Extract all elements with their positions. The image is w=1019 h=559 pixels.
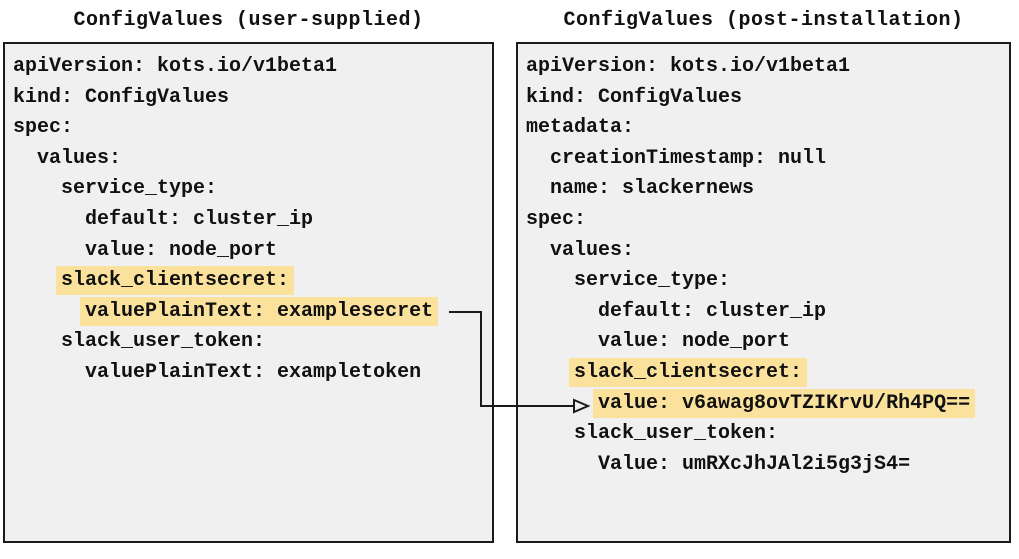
code-line: slack_user_token:: [13, 327, 486, 358]
code-text: slack_user_token:: [574, 422, 779, 446]
code-line: valuePlainText: exampletoken: [13, 358, 486, 389]
code-line: metadata:: [526, 113, 1003, 144]
code-line: spec:: [526, 205, 1003, 236]
code-line: spec:: [13, 113, 486, 144]
code-line: kind: ConfigValues: [526, 83, 1003, 114]
code-line: slack_user_token:: [526, 419, 1003, 450]
code-line: value: node_port: [13, 236, 486, 267]
code-text: slack_user_token:: [61, 330, 266, 354]
code-text: value: node_port: [85, 238, 278, 262]
code-text: name: slackernews: [550, 177, 755, 201]
code-text: spec:: [526, 207, 587, 231]
code-line: apiVersion: kots.io/v1beta1: [526, 52, 1003, 83]
code-text: default: cluster_ip: [85, 207, 314, 231]
code-text: value: node_port: [598, 330, 791, 354]
config-values-user-supplied-panel: apiVersion: kots.io/v1beta1 kind: ConfigV…: [3, 42, 494, 543]
code-text: kind: ConfigValues: [526, 85, 743, 109]
code-text: valuePlainText: exampletoken: [85, 360, 422, 384]
code-line: default: cluster_ip: [526, 297, 1003, 328]
code-line: apiVersion: kots.io/v1beta1: [13, 52, 486, 83]
code-line: Value: umRXcJhJAl2i5g3jS4=: [526, 450, 1003, 481]
code-text: default: cluster_ip: [598, 299, 827, 323]
right-panel-title: ConfigValues (post-installation): [563, 9, 964, 32]
code-line: slack_clientsecret:: [13, 266, 486, 297]
highlighted-code-text: value: v6awag8ovTZIKrvU/Rh4PQ==: [593, 388, 976, 418]
code-text: metadata:: [526, 116, 635, 140]
code-line: values:: [526, 236, 1003, 267]
code-line: service_type:: [526, 266, 1003, 297]
code-line: kind: ConfigValues: [13, 83, 486, 114]
highlighted-code-text: slack_clientsecret:: [569, 357, 808, 387]
code-line: slack_clientsecret:: [526, 357, 1003, 389]
code-text: values:: [37, 146, 122, 170]
code-text: kind: ConfigValues: [13, 85, 230, 109]
highlighted-code-text: slack_clientsecret:: [56, 266, 295, 296]
code-text: apiVersion: kots.io/v1beta1: [526, 55, 851, 78]
highlighted-code-text: valuePlainText: examplesecret: [80, 296, 439, 326]
code-text: service_type:: [574, 269, 731, 293]
config-values-post-installation-panel: apiVersion: kots.io/v1beta1 kind: ConfigV…: [516, 42, 1011, 543]
code-text: spec:: [13, 116, 74, 140]
code-line: creationTimestamp: null: [526, 144, 1003, 175]
code-text: creationTimestamp: null: [550, 146, 827, 170]
code-text: apiVersion: kots.io/v1beta1: [13, 55, 338, 78]
code-line: service_type:: [13, 174, 486, 205]
code-text: service_type:: [61, 177, 218, 201]
code-line: default: cluster_ip: [13, 205, 486, 236]
code-line: valuePlainText: examplesecret: [13, 296, 486, 328]
code-text: Value: umRXcJhJAl2i5g3jS4=: [598, 452, 911, 476]
code-line: name: slackernews: [526, 174, 1003, 205]
code-line: value: v6awag8ovTZIKrvU/Rh4PQ==: [526, 388, 1003, 420]
code-line: value: node_port: [526, 327, 1003, 358]
left-panel-title: ConfigValues (user-supplied): [73, 9, 424, 32]
code-line: values:: [13, 144, 486, 175]
code-text: values:: [550, 238, 635, 262]
